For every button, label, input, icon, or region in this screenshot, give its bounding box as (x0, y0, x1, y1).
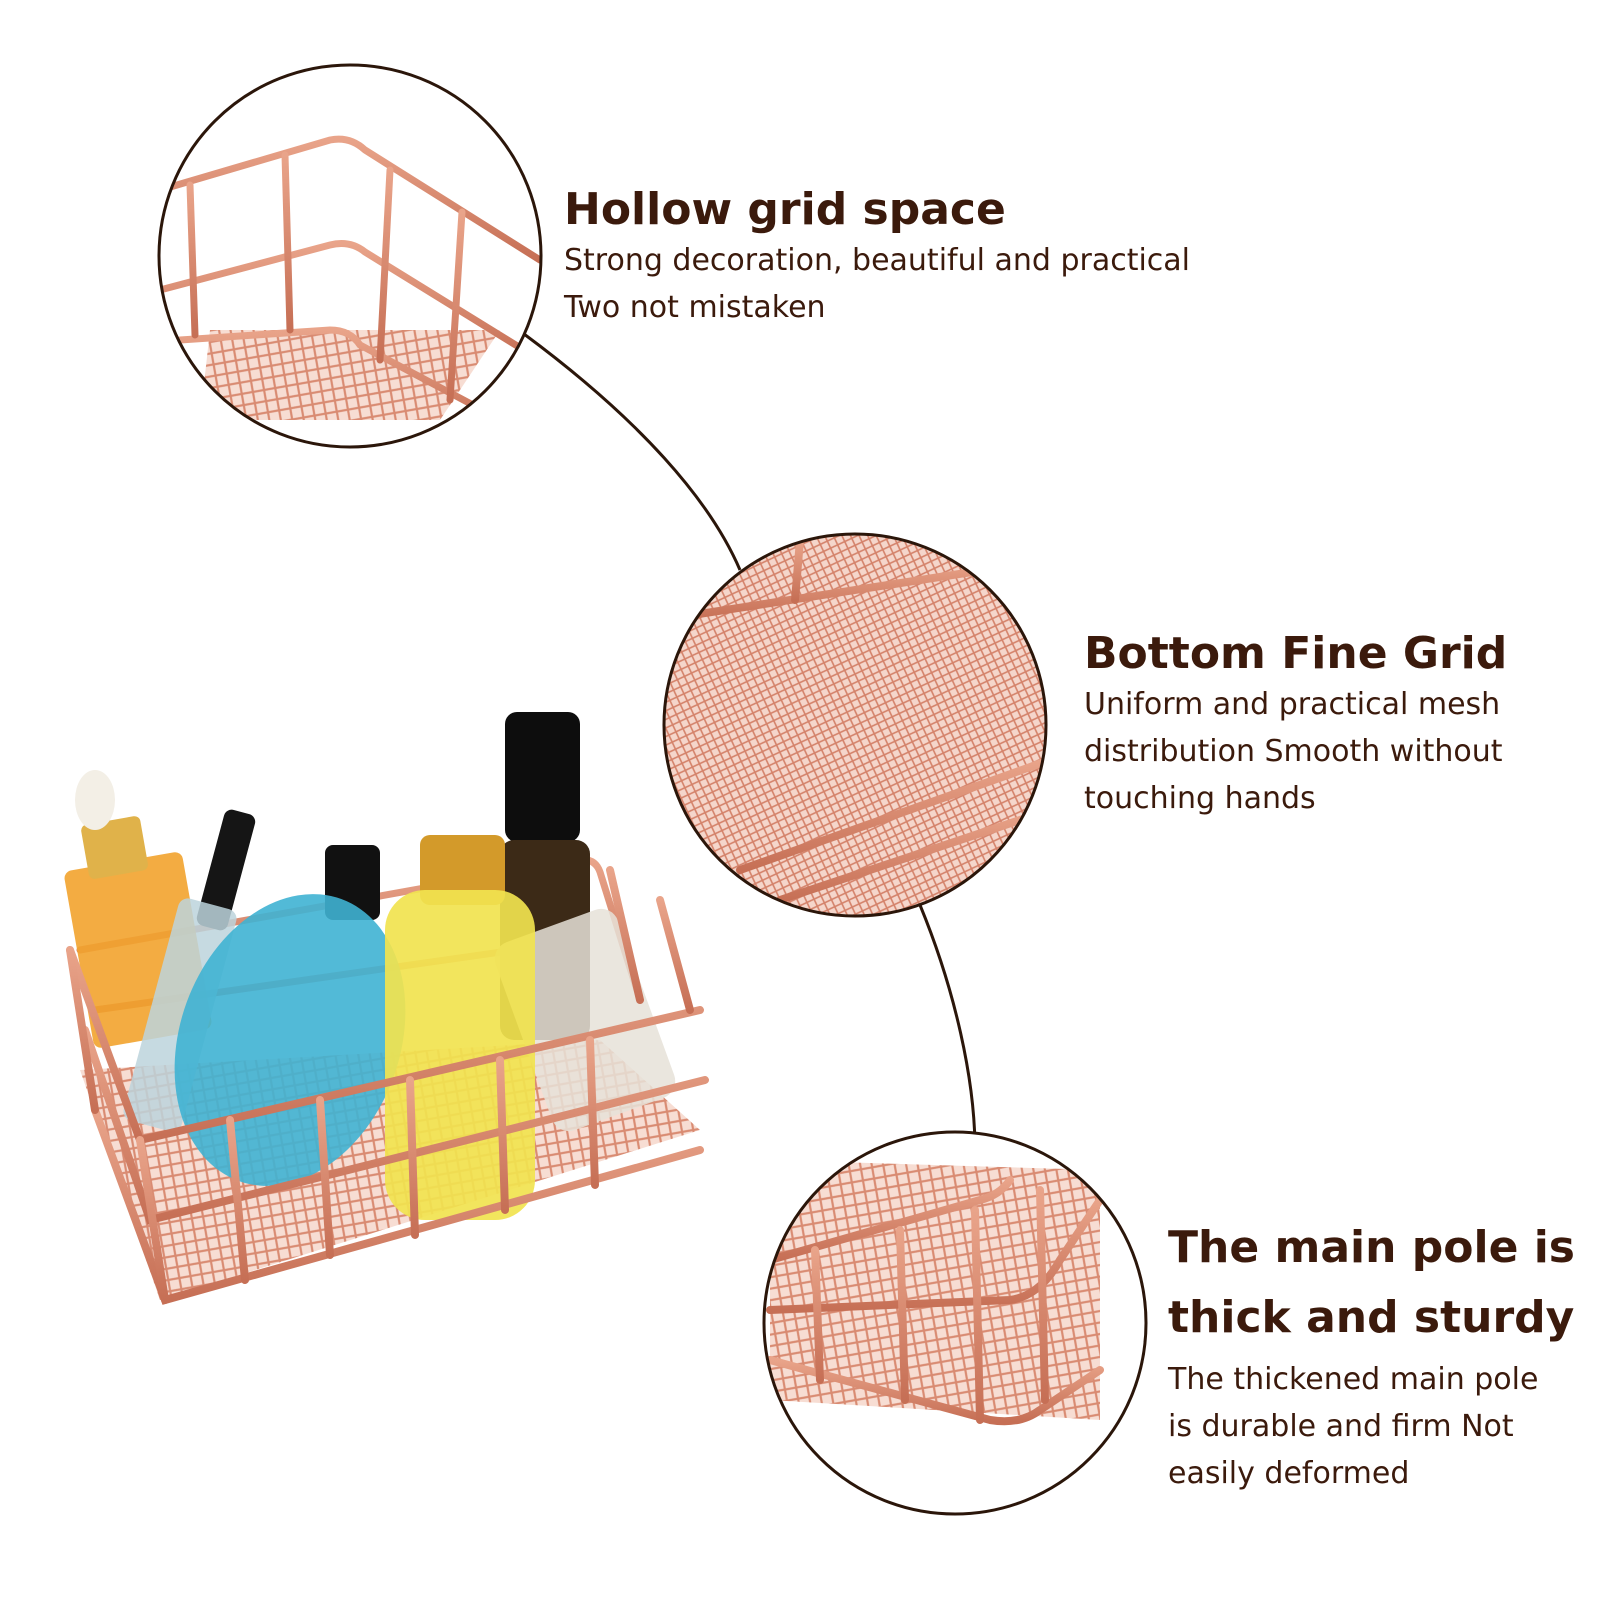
feature-title: Bottom Fine Grid (1084, 628, 1508, 679)
basket-with-cosmetics (64, 712, 709, 1305)
feature-desc-line: The thickened main pole (1168, 1362, 1539, 1397)
feature-bottom-grid: Bottom Fine Grid Uniform and practical m… (1084, 626, 1584, 822)
feature-desc-line: Uniform and practical mesh (1084, 687, 1501, 722)
connector-line (523, 332, 977, 1151)
feature-desc-line: Strong decoration, beautiful and practic… (564, 243, 1191, 278)
detail-circle-bottom-grid (664, 534, 1046, 916)
feature-main-pole: The main pole is thick and sturdy The th… (1168, 1216, 1588, 1497)
feature-hollow-grid: Hollow grid space Strong decoration, bea… (564, 182, 1324, 331)
feature-desc-line: is durable and firm Not (1168, 1409, 1514, 1444)
feature-title-line: The main pole is (1168, 1222, 1575, 1273)
feature-desc-line: Two not mistaken (564, 290, 826, 325)
feature-desc-line: easily deformed (1168, 1456, 1410, 1491)
feature-desc-line: touching hands (1084, 781, 1316, 816)
feature-desc-line: distribution Smooth without (1084, 734, 1503, 769)
feature-title-line: thick and sturdy (1168, 1292, 1575, 1343)
detail-circle-hollow-grid (159, 65, 541, 447)
detail-circle-main-pole (764, 1132, 1146, 1514)
feature-title: Hollow grid space (564, 184, 1006, 235)
